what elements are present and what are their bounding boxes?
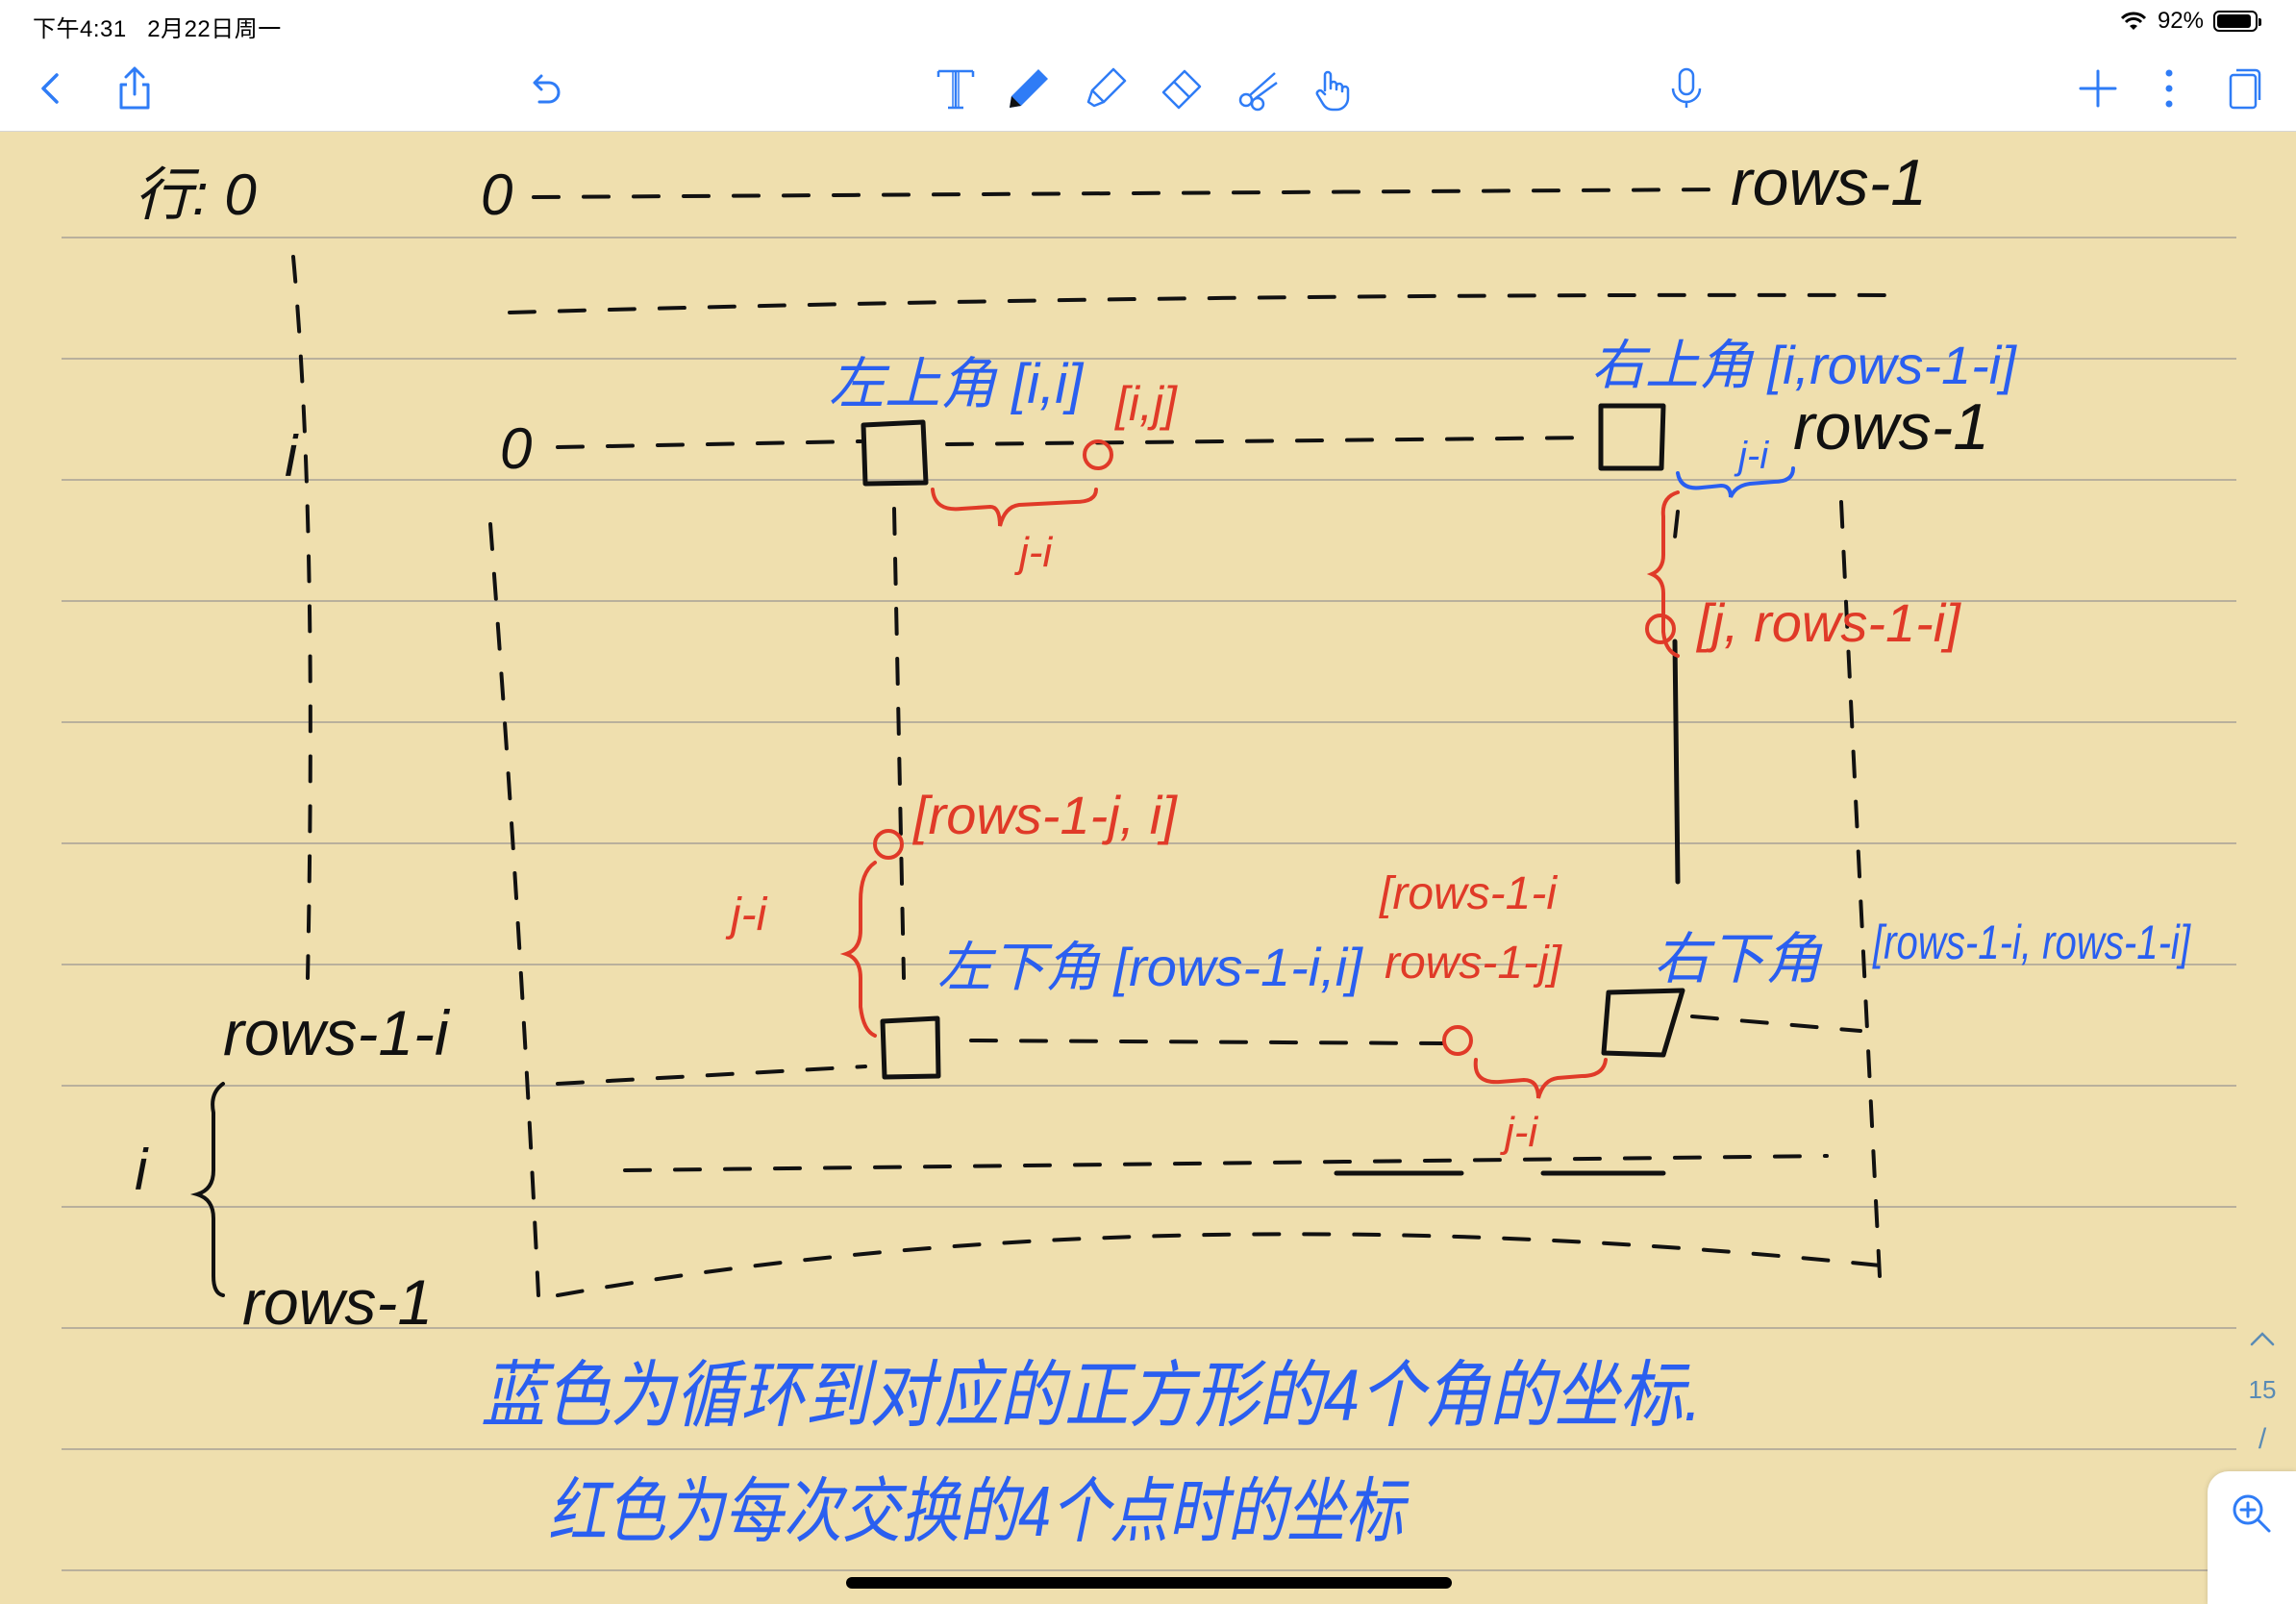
point-j-rows-minus-1-i-label: [j, rows-1-i] (1695, 592, 1961, 653)
top-right-corner-label: 右上角 [i,rows-1-i] (1591, 335, 2017, 395)
lasso-tool-button[interactable] (1229, 60, 1286, 117)
caption-blue-meaning: 蓝色为循环到对应的正方形的4个角的坐标. (481, 1355, 1702, 1437)
ruled-lines (62, 237, 2236, 1571)
caption-red-meaning: 红色为每次交换的4个点时的坐标 (548, 1471, 1410, 1551)
col-zero-top: 0 (481, 163, 512, 227)
zoom-in-icon (2233, 1494, 2271, 1533)
current-page-number: 15 (2248, 1374, 2277, 1404)
highlighter-tool-button[interactable] (1077, 60, 1135, 117)
pages-button[interactable] (2215, 60, 2273, 117)
undo-icon (533, 74, 561, 104)
more-button[interactable] (2140, 60, 2198, 117)
previous-page-button[interactable] (2243, 1324, 2282, 1353)
rows-minus-1-top: rows-1 (1731, 146, 1927, 219)
note-page[interactable]: 行: 0 0 rows-1 i 0 rows-1 rows-1-i i rows… (0, 132, 2296, 1604)
row-label: 行: 0 (135, 163, 257, 227)
rows-minus-1-minus-i-left: rows-1-i (223, 997, 451, 1068)
add-page-button[interactable] (2069, 60, 2127, 117)
rows-minus-1-mid: rows-1 (1793, 390, 1989, 464)
highlighter-tool-icon (1086, 67, 1127, 108)
red-point-markers (873, 439, 1676, 1056)
bottom-left-corner-label: 左下角 [rows-1-i,i] (937, 937, 1363, 997)
text-tool-button[interactable] (927, 60, 985, 117)
i-brace: i (135, 1138, 149, 1202)
j-minus-i-left-label: j-i (725, 890, 768, 940)
notebook-canvas[interactable]: 行: 0 0 rows-1 i 0 rows-1 rows-1-i i rows… (0, 132, 2296, 1604)
more-icon (2165, 69, 2173, 108)
battery-percent: 92% (2157, 8, 2204, 34)
pen-tool-button[interactable] (1000, 60, 1058, 117)
rows-minus-1-bottom: rows-1 (242, 1266, 433, 1338)
text-tool-icon (936, 69, 975, 110)
page-separator: / (2258, 1423, 2267, 1455)
share-icon (119, 66, 150, 110)
black-dashed-lines (291, 188, 1891, 1297)
home-indicator[interactable] (846, 1577, 1452, 1589)
microphone-icon (1671, 67, 1702, 108)
bottom-right-corner-coord: [rows-1-i, rows-1-i] (1872, 915, 2191, 969)
wifi-icon (2120, 12, 2147, 30)
point-rows-minus-1-j-i-label: [rows-1-j, i] (911, 785, 1178, 845)
hand-tool-button[interactable] (1304, 60, 1361, 117)
point-rows-minus-1-i-line1: [rows-1-i (1379, 868, 1558, 919)
col-zero-mid: 0 (500, 416, 532, 481)
bottom-right-corner-label: 右下角 (1654, 928, 1823, 990)
status-right: 92% (2119, 8, 2261, 35)
status-bar: 下午4:31 2月22日周一 92% (0, 0, 2296, 46)
status-time: 下午4:31 2月22日周一 (33, 16, 282, 42)
microphone-button[interactable] (1658, 60, 1715, 117)
eraser-tool-icon (1161, 69, 1202, 110)
eraser-tool-button[interactable] (1152, 60, 1210, 117)
black-solid-strokes (1334, 639, 1681, 1176)
back-button[interactable] (21, 60, 79, 117)
pen-tool-icon (1010, 69, 1048, 108)
j-minus-i-top-label: j-i (1014, 529, 1053, 576)
pages-icon (2229, 68, 2261, 110)
j-minus-i-right-label: j-i (1734, 435, 1769, 477)
j-minus-i-bottom-label: j-i (1500, 1109, 1538, 1156)
undo-button[interactable] (516, 60, 574, 117)
lasso-tool-icon (1238, 72, 1278, 112)
chevron-up-icon (2250, 1332, 2275, 1346)
add-page-icon (2079, 69, 2117, 108)
hand-tool-icon (1315, 70, 1350, 112)
back-icon (41, 73, 59, 104)
share-button[interactable] (106, 60, 163, 117)
status-date: 2月22日周一 (147, 16, 282, 42)
zoom-window-button[interactable] (2208, 1471, 2296, 1604)
battery-icon (2213, 11, 2261, 32)
point-rows-minus-1-j-line2: rows-1-j] (1385, 938, 1563, 989)
corner-squares (861, 403, 1685, 1080)
point-i-j-label: [i,j] (1114, 377, 1178, 431)
toolbar (0, 46, 2296, 132)
top-left-corner-label: 左上角 [i,i] (829, 353, 1085, 415)
i-left: i (285, 424, 299, 489)
